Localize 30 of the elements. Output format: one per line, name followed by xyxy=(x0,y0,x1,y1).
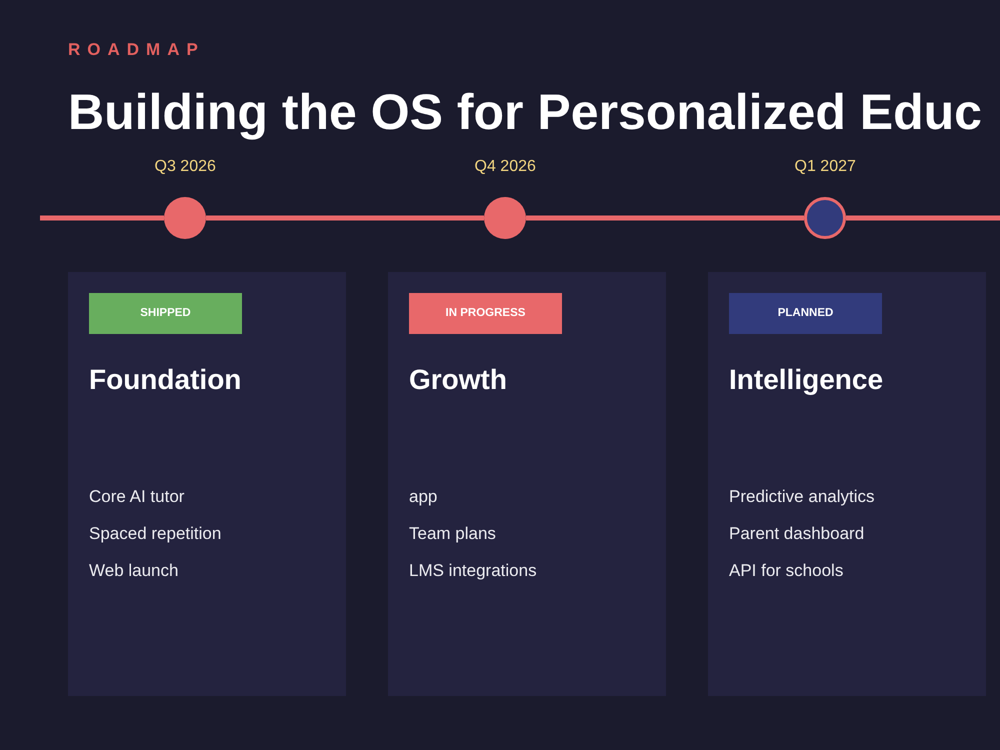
phase-card xyxy=(68,272,346,696)
feature-item: Team plans xyxy=(409,523,496,545)
timeline-line xyxy=(40,216,164,220)
milestone-dot xyxy=(164,197,206,239)
phase-card xyxy=(388,272,666,696)
timeline-line xyxy=(846,216,1000,220)
milestone-dot xyxy=(804,197,846,239)
timeline-line xyxy=(526,216,804,220)
phase-title: Foundation xyxy=(89,363,242,397)
feature-item: API for schools xyxy=(729,560,844,582)
slide-title: Building the OS for Personalized Educ xyxy=(68,83,982,142)
phase-title: Intelligence xyxy=(729,363,884,397)
feature-item: Web launch xyxy=(89,560,178,582)
status-tag: PLANNED xyxy=(729,293,882,334)
feature-item: LMS integrations xyxy=(409,560,537,582)
eyebrow-label: ROADMAP xyxy=(68,40,205,60)
phase-card xyxy=(708,272,986,696)
quarter-label: Q1 2027 xyxy=(794,157,856,177)
phase-title: Growth xyxy=(409,363,507,397)
milestone-dot xyxy=(484,197,526,239)
feature-item: app xyxy=(409,486,438,508)
feature-item: Core AI tutor xyxy=(89,486,184,508)
quarter-label: Q4 2026 xyxy=(474,157,536,177)
feature-item: Predictive analytics xyxy=(729,486,875,508)
timeline-line xyxy=(206,216,484,220)
status-tag: IN PROGRESS xyxy=(409,293,562,334)
quarter-label: Q3 2026 xyxy=(154,157,216,177)
feature-item: Spaced repetition xyxy=(89,523,222,545)
feature-item: Parent dashboard xyxy=(729,523,864,545)
status-tag: SHIPPED xyxy=(89,293,242,334)
